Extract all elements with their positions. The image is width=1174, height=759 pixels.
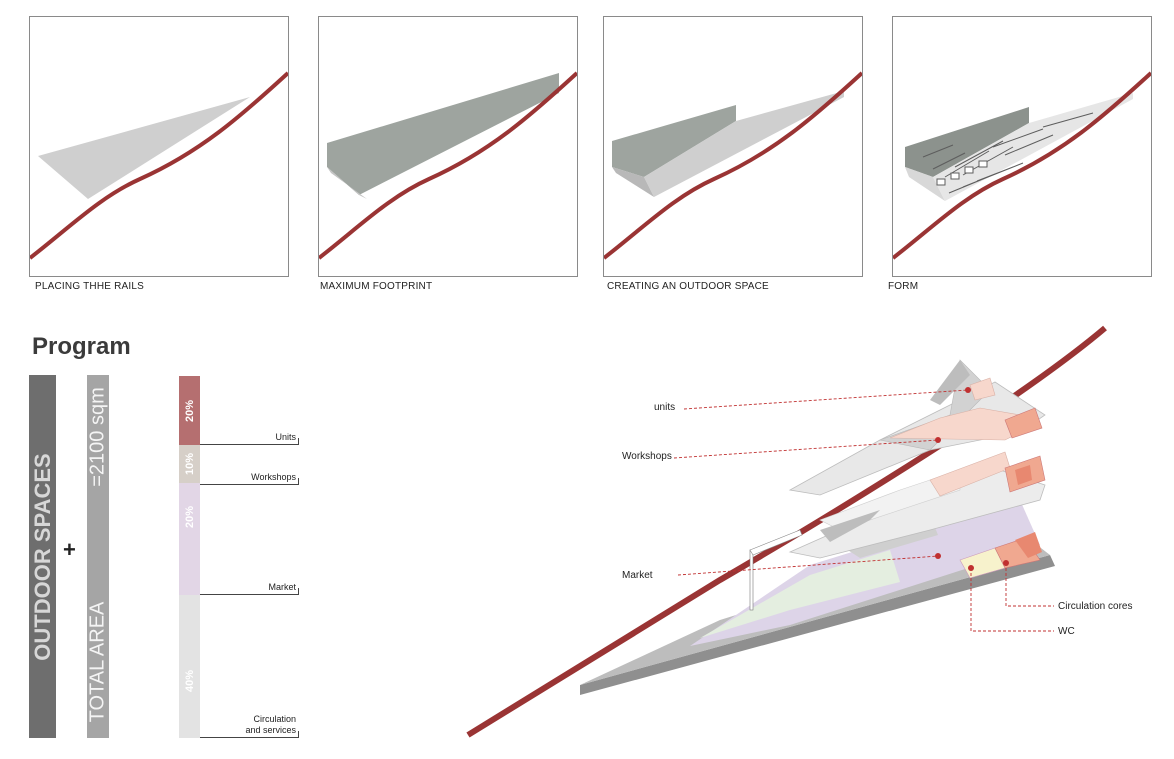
rail-line: [466, 325, 1107, 738]
placing-rails-illustration: [30, 71, 288, 260]
caption-step-3: CREATING AN OUTDOOR SPACE: [607, 281, 769, 292]
program-segment-circulation: 40%: [179, 595, 200, 738]
step-panel-outdoor-space: [603, 16, 863, 277]
workshops-leader: [200, 484, 299, 485]
circulation-percent: 40%: [183, 669, 196, 692]
form-structure-lines: [922, 112, 1094, 194]
rail-line: [604, 71, 862, 260]
rail-line: [893, 71, 1151, 260]
outdoor-wall: [612, 105, 736, 177]
outdoor-spaces-bar: OUTDOOR SPACES: [29, 375, 56, 738]
plus-sign: +: [63, 537, 76, 562]
form-illustration: [893, 71, 1151, 260]
market-leader: [200, 594, 299, 595]
circulation-label: Circulation and services: [245, 714, 296, 735]
exploded-axonometric-diagram: [466, 325, 1107, 738]
wc-diagram-label: WC: [1058, 626, 1075, 637]
step-panel-placing-rails: [29, 16, 289, 277]
form-floor: [933, 93, 1133, 201]
units-leader: [200, 444, 299, 445]
maximum-footprint-illustration: [319, 71, 577, 260]
program-segment-workshops: 10%: [179, 445, 200, 483]
total-area-value: =2100 sqm: [86, 386, 109, 487]
workshops-percent: 10%: [183, 452, 196, 476]
circulation-core-units: [1004, 407, 1043, 439]
total-area-label: TOTAL AREA: [86, 601, 109, 722]
circulation-cores-diagram-label: Circulation cores: [1058, 601, 1133, 612]
market-green-area: [700, 550, 900, 638]
outdoor-space-illustration: [604, 71, 862, 260]
site-footprint-outline: [38, 97, 250, 199]
caption-step-2: MAXIMUM FOOTPRINT: [320, 281, 433, 292]
step-panel-maximum-footprint: [318, 16, 578, 277]
program-segment-market: 20%: [179, 483, 200, 595]
units-diagram-label: units: [654, 402, 676, 413]
workshops-label: Workshops: [251, 472, 296, 482]
circulation-leader: [200, 737, 299, 738]
rail-line: [319, 71, 577, 260]
units-percent: 20%: [183, 399, 196, 422]
market-label: Market: [268, 582, 296, 592]
program-title: Program: [32, 333, 131, 360]
units-label: Units: [275, 432, 296, 442]
units-marker: [965, 387, 971, 393]
form-slab-edge: [905, 167, 945, 201]
workshops-diagram-label: Workshops: [622, 451, 672, 462]
footprint-slab-top: [327, 73, 559, 195]
leader-lines: [673, 389, 1054, 632]
outdoor-space-floor: [644, 91, 844, 197]
form-wall: [905, 107, 1029, 177]
market-diagram-label: Market: [622, 570, 653, 581]
ground-slab-edge: [580, 555, 1055, 695]
frame-post: [749, 549, 754, 611]
slab-edge: [612, 167, 654, 197]
program-segment-units: 20%: [179, 376, 200, 445]
caption-step-1: PLACING THHE RAILS: [35, 281, 145, 292]
total-area-bar: TOTAL AREA =2100 sqm: [87, 375, 109, 738]
rail-line: [30, 71, 288, 260]
outdoor-spaces-label: OUTDOOR SPACES: [29, 452, 55, 661]
caption-step-4: FORM: [888, 281, 919, 292]
market-percent: 20%: [183, 505, 196, 529]
workshops-marker: [935, 437, 941, 443]
step-panel-form: [892, 16, 1152, 277]
